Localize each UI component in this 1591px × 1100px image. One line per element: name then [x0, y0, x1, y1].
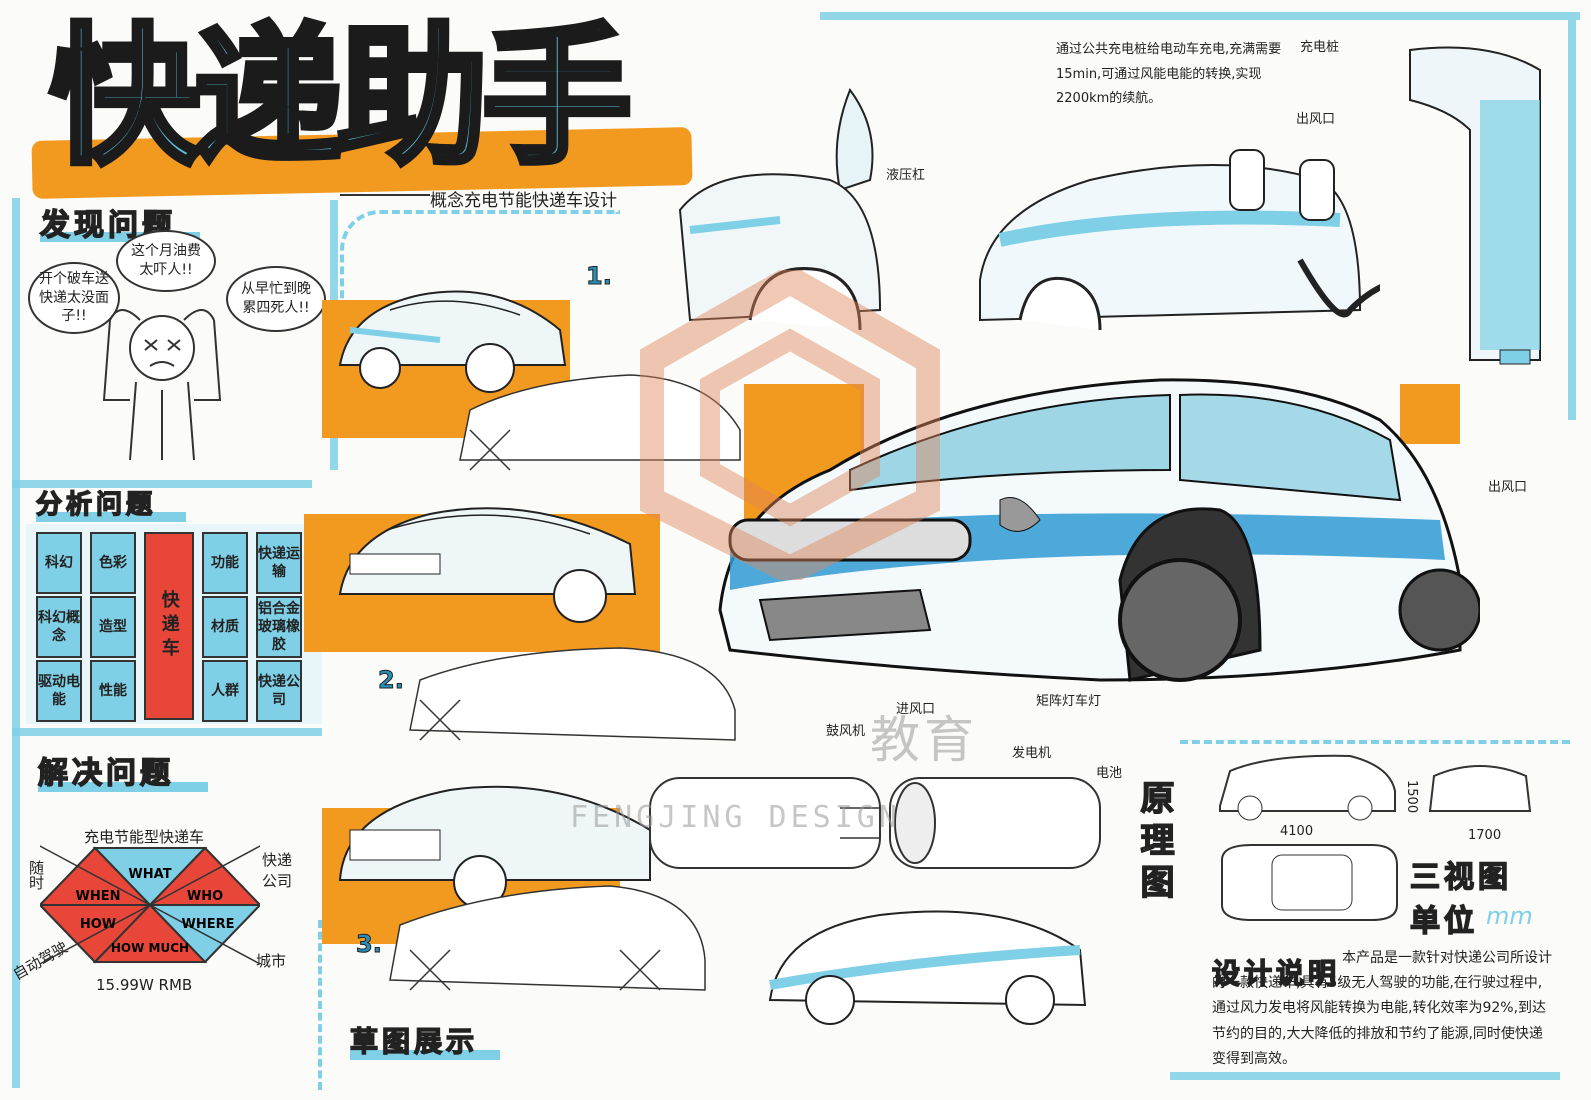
section-unit: 单位 [1409, 903, 1478, 940]
title-block: 快递助手 [22, 9, 693, 199]
sketch-underline [350, 1050, 500, 1060]
sketch-car-2 [338, 507, 637, 623]
frame-bar-left [12, 198, 20, 1088]
rear-hatch-sketch [678, 87, 882, 331]
solve-price: 15.99W RMB [96, 976, 193, 994]
section-principle: 原理图 [1133, 779, 1175, 907]
dash-line-bottom [318, 920, 322, 1090]
dimension-length: 4100 [1280, 824, 1314, 839]
section-three-view: 三视图 [1409, 859, 1512, 896]
sketch-car-compact [768, 910, 1087, 1025]
callout-generator: 发电机 [1012, 746, 1052, 761]
stressed-person-illustration [102, 309, 222, 461]
sketch-car-2-side [409, 647, 736, 741]
analysis-left-4: 驱动电能 [36, 660, 82, 722]
label-where: WHERE [182, 917, 235, 932]
analysis-left-2: 科幻概念 [36, 596, 82, 658]
analysis-left-3: 造型 [90, 596, 136, 658]
label-how-much: HOW MUCH [111, 941, 189, 955]
section-solve: 解决问题 [37, 755, 174, 792]
page-title: 快递助手 [47, 9, 635, 185]
callout-fan: 鼓风机 [826, 724, 866, 739]
design-description: 本产品是一款针对快递公司所设计的一款快递车,具有5级无人驾驶的功能,在行驶过程中… [1212, 950, 1552, 1067]
dimension-height: 1500 [1404, 780, 1419, 814]
analysis-right-2: 材质 [202, 596, 248, 658]
hero-car-rendering [718, 378, 1480, 682]
hero-bg-right [1400, 384, 1460, 444]
callout-sedan-light: 矩阵灯车灯 [1036, 694, 1102, 709]
frame-bar-h1 [12, 480, 312, 488]
section-design-desc: 设计说明 [1211, 956, 1341, 991]
unit-value: mm [1486, 902, 1533, 930]
watermark-logo [640, 270, 940, 580]
three-view-front [1428, 765, 1532, 812]
analysis-center: 快递车 [144, 532, 194, 720]
speech-bubble-3: 从早忙到晚累四死人!! [226, 266, 326, 332]
section-analyze: 分析问题 [35, 489, 157, 521]
dimension-width: 1700 [1468, 828, 1502, 843]
callout-battery: 电池 [1096, 766, 1123, 781]
solve-left-label: 随时 [27, 860, 45, 890]
section-sketch: 草图展示 [349, 1024, 479, 1059]
charging-car-sketch [979, 149, 1380, 331]
dash-arc-1 [340, 210, 620, 300]
analysis-right-1: 快递运输 [256, 532, 302, 594]
three-view-top [1221, 844, 1398, 921]
speech-bubble-1: 开个破车送快递太没面子!! [28, 262, 120, 334]
analysis-left-5: 性能 [90, 660, 136, 722]
subtitle-rule [340, 194, 430, 196]
callout-vent-top: 出风口 [1296, 112, 1336, 127]
solve-top-label: 充电节能型快递车 [84, 828, 205, 846]
label-how: HOW [80, 917, 116, 932]
sketch-car-3-side [389, 885, 706, 991]
analysis-left-0: 科幻 [36, 532, 82, 594]
analysis-left-1: 色彩 [90, 532, 136, 594]
callout-hydraulic: 液压杠 [886, 168, 926, 183]
three-view-side [1219, 754, 1396, 821]
page-subtitle: 概念充电节能快递车设计 [430, 191, 617, 211]
sketch-car-3 [338, 785, 651, 909]
label-when: WHEN [76, 889, 121, 904]
analysis-right-4: 人群 [202, 660, 248, 722]
principle-diagram [649, 777, 1101, 869]
analysis-right-0: 功能 [202, 532, 248, 594]
charging-note: 通过公共充电桩给电动车充电,充满需要15min,可通过风能电能的转换,实现220… [1056, 42, 1282, 107]
speech-bubble-2: 这个月油费太吓人!! [116, 230, 216, 292]
analysis-right-5: 快递公司 [256, 660, 302, 722]
watermark-text-en: FENGJING DESIGN [570, 800, 901, 835]
frame-bar-top [820, 12, 1580, 20]
five-w-diagram: WHAT WHEN WHO HOW WHERE HOW MUCH [40, 845, 260, 965]
charging-station [1409, 46, 1541, 365]
solve-right-label: 快递公司 [262, 851, 293, 890]
frame-bar-right [1568, 20, 1576, 420]
watermark-text-cn: 教育 [870, 711, 978, 769]
sketch-number-3: 3. [356, 930, 383, 959]
sketch-number-2: 2. [378, 666, 405, 695]
sketch-car-1 [338, 290, 567, 393]
dash-three-view [1180, 740, 1570, 744]
solve-bottom-right-label: 城市 [256, 952, 287, 970]
sketch-number-1: 1. [586, 262, 613, 291]
sketch-car-1-side [459, 374, 741, 471]
callout-intake: 进风口 [896, 702, 936, 717]
frame-bar-bottom [1170, 1072, 1560, 1080]
solve-underline [38, 782, 208, 792]
discover-underline [40, 232, 200, 242]
analysis-right-3: 铝合金玻璃橡胶 [256, 596, 302, 658]
label-what: WHAT [128, 867, 171, 882]
label-who: WHO [187, 889, 223, 904]
callout-charger: 充电桩 [1300, 40, 1340, 55]
analyze-underline [36, 512, 186, 522]
frame-bar-h2 [12, 728, 322, 736]
callout-vent-right: 出风口 [1488, 480, 1528, 495]
